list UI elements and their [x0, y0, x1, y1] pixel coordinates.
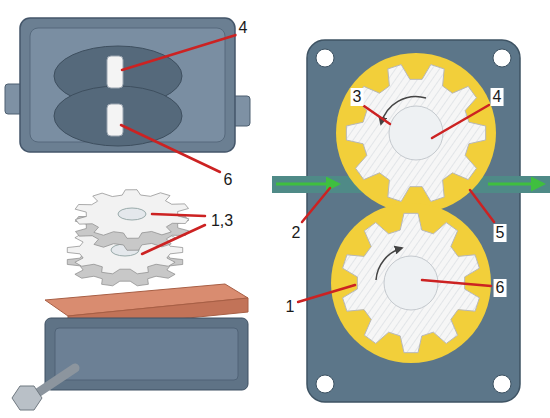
- housing: [307, 40, 520, 402]
- drive-shaft: [389, 106, 443, 160]
- leader-line: [422, 280, 491, 286]
- leader-line: [298, 285, 355, 302]
- callout-number: 2: [290, 224, 303, 242]
- leader-line: [152, 214, 205, 216]
- shaft: [107, 56, 123, 88]
- rotation-arrow: [376, 248, 402, 280]
- bolt-hole: [316, 49, 334, 67]
- leader-line: [142, 225, 205, 254]
- leader-line: [122, 35, 236, 70]
- gear-hub: [118, 208, 146, 220]
- bolt-hole: [493, 49, 511, 67]
- rotation-arrow: [381, 97, 426, 124]
- leader-line: [470, 190, 494, 222]
- gear-chamber: [54, 86, 182, 146]
- driven-shaft: [384, 256, 438, 310]
- bolt-hole: [493, 375, 511, 393]
- shaft: [107, 104, 123, 136]
- bolt-head: [12, 386, 42, 410]
- oil-chamber: [336, 53, 496, 213]
- callout-number: 4: [237, 19, 250, 37]
- pump-cover-plate: [12, 284, 248, 410]
- callout-number: 3: [351, 88, 364, 106]
- leader-line: [121, 125, 220, 172]
- callout-number: 4: [491, 88, 504, 106]
- oil-chamber: [331, 203, 491, 363]
- callout-number: 5: [494, 224, 507, 242]
- drive-gear: [346, 65, 485, 202]
- callout-number: 6: [494, 279, 507, 297]
- plate-face: [55, 328, 238, 380]
- leader-line: [364, 106, 390, 124]
- bolt-hole: [316, 375, 334, 393]
- leader-line: [302, 188, 330, 222]
- housing-block: [20, 18, 235, 152]
- pump-housing-top: [5, 18, 250, 152]
- leader-lines: [121, 35, 494, 302]
- flow-arrow-out: [488, 183, 543, 186]
- callout-number: 6: [222, 171, 235, 189]
- gears-exploded: [67, 190, 189, 286]
- pump-cross-section: [272, 40, 550, 402]
- flow-arrow-in: [276, 183, 338, 186]
- leader-line: [432, 105, 489, 138]
- callout-number: 1,3: [209, 212, 235, 230]
- callout-number: 1: [284, 298, 297, 316]
- cover-plate: [45, 318, 248, 390]
